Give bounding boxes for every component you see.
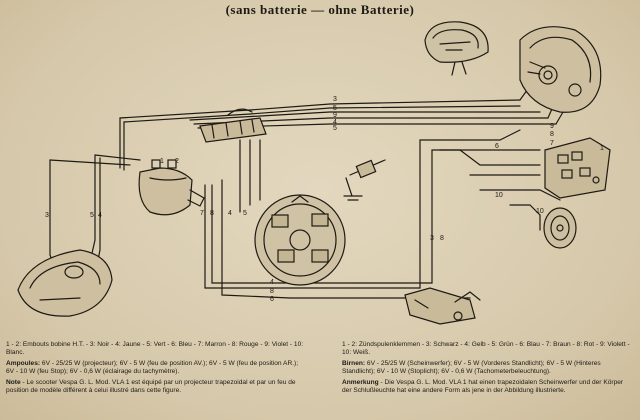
legend-de-anmerkung-text: - Die Vespa G. L. Mod. VLA 1 hat einen t… [342, 378, 624, 395]
legend-fr-colors: 1 - 2: Embouts bobine H.T. - 3: Noir - 4… [6, 341, 304, 357]
diagram-subtitle: (sans batterie — ohne Batterie) [225, 2, 415, 17]
ignition-coil [138, 159, 205, 216]
svg-text:5: 5 [333, 105, 337, 112]
legend-de-birnen-text: 6V - 25/25 W (Scheinwerfer); 6V - 5 W (V… [342, 359, 601, 376]
svg-text:8: 8 [550, 131, 554, 138]
svg-text:3: 3 [333, 96, 337, 103]
svg-text:10: 10 [495, 192, 503, 199]
svg-text:4: 4 [270, 279, 274, 286]
spark-plug [343, 159, 386, 201]
svg-text:5: 5 [243, 210, 247, 217]
legend-fr-ampoules-text: 6V - 25/25 W (projecteur); 6V - 5 W (feu… [6, 359, 299, 376]
svg-text:8: 8 [440, 235, 444, 242]
junction-block [199, 108, 267, 143]
svg-text:5: 5 [333, 125, 337, 132]
svg-text:8: 8 [270, 288, 274, 295]
svg-text:8: 8 [210, 210, 214, 217]
headlamp [519, 26, 602, 113]
legend-french: 1 - 2: Embouts bobine H.T. - 3: Noir - 4… [6, 341, 306, 397]
legend-fr-ampoules-label: Ampoules: [6, 359, 41, 367]
svg-text:4: 4 [98, 212, 102, 219]
legend-fr-note: Note - Le scooter Vespa G. L. Mod. VLA 1… [6, 379, 306, 396]
legend-fr-ampoules: Ampoules: 6V - 25/25 W (projecteur); 6V … [6, 360, 306, 377]
svg-text:3: 3 [45, 212, 49, 219]
tail-lamp [17, 249, 113, 317]
svg-text:1: 1 [600, 145, 604, 152]
svg-text:1: 1 [160, 158, 164, 165]
horn [543, 207, 577, 249]
svg-text:9: 9 [550, 123, 554, 130]
legend-german: 1 - 2: Zündspulenklemmen - 3: Schwarz - … [342, 341, 634, 397]
legend-fr-note-text: - Le scooter Vespa G. L. Mod. VLA 1 est … [6, 378, 296, 395]
svg-text:2: 2 [175, 158, 179, 165]
wires-center [204, 129, 561, 299]
svg-text:9: 9 [333, 112, 337, 119]
speedometer [424, 21, 489, 76]
svg-text:4: 4 [228, 210, 232, 217]
svg-text:7: 7 [550, 140, 554, 147]
magneto-stator [254, 194, 346, 286]
legend-de-colors: 1 - 2: Zündspulenklemmen - 3: Schwarz - … [342, 341, 630, 357]
legend-fr-note-label: Note [6, 378, 21, 386]
legend-de-anmerkung: Anmerkung - Die Vespa G. L. Mod. VLA 1 h… [342, 379, 634, 396]
wiring-diagram: 3 5 4 3 5 9 4 5 7 8 4 5 6 4 8 6 3 8 6 10… [17, 21, 611, 325]
light-switch: 1 [544, 137, 611, 199]
svg-text:10: 10 [536, 208, 544, 215]
legend-de-birnen: Birnen: 6V - 25/25 W (Scheinwerfer); 6V … [342, 360, 634, 377]
svg-text:5: 5 [90, 212, 94, 219]
svg-text:6: 6 [270, 296, 274, 303]
wire-harness-top [119, 71, 571, 171]
svg-text:7: 7 [200, 210, 204, 217]
svg-text:3: 3 [430, 235, 434, 242]
legend-de-anmerkung-label: Anmerkung [342, 378, 379, 386]
svg-text:4: 4 [333, 119, 337, 126]
svg-text:6: 6 [495, 143, 499, 150]
stop-switch [404, 287, 481, 325]
legend-de-birnen-label: Birnen: [342, 359, 366, 367]
